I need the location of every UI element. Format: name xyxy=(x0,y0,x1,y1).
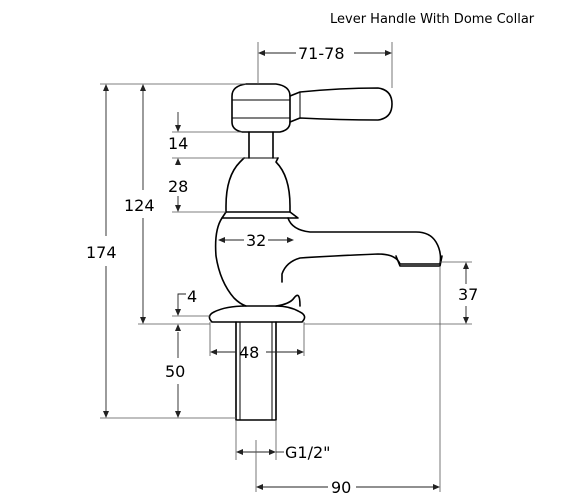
outlet-arrow-top xyxy=(463,262,469,269)
spout-outlet xyxy=(395,255,443,267)
shank xyxy=(235,321,277,421)
collar-dim-leader xyxy=(177,293,186,312)
overall-arrow-bottom xyxy=(103,411,109,418)
lever-arm xyxy=(289,87,393,123)
dimension-lines: 71-78 174 124 14 28 32 xyxy=(86,42,478,497)
stem-arrow-bottom xyxy=(175,205,181,212)
dim-label-spout-height: 124 xyxy=(124,196,155,215)
tap-outline xyxy=(208,83,443,421)
shank-arrow-bottom xyxy=(175,411,181,418)
dim-label-collar-thickness: 4 xyxy=(187,287,197,306)
spout-width-arrow-right xyxy=(287,237,294,243)
reach-arrow-right xyxy=(385,50,392,56)
body-ring xyxy=(221,211,299,219)
collar-arrow-bottom xyxy=(175,324,181,331)
stem xyxy=(248,131,274,159)
spout-width-arrow-left xyxy=(218,237,225,243)
thread-arrow-left xyxy=(236,449,243,455)
tap-body xyxy=(225,157,291,213)
collar-arrow-top xyxy=(175,309,181,316)
dim-label-base-diameter: 48 xyxy=(239,343,259,362)
dim-label-handle-reach: 71-78 xyxy=(298,44,345,63)
handle-dome xyxy=(231,83,291,133)
overall-arrow-top xyxy=(103,84,109,91)
dim-label-handle-gap: 14 xyxy=(168,134,188,153)
dim-label-stem-height: 28 xyxy=(168,177,188,196)
spout xyxy=(281,217,442,283)
outlet-arrow-bottom xyxy=(463,317,469,324)
base-flange xyxy=(208,305,306,323)
projection-arrow-left xyxy=(256,484,263,490)
spout-height-arrow-top xyxy=(140,84,146,91)
spout-height-arrow-bottom xyxy=(140,317,146,324)
dim-label-spout-outlet-height: 37 xyxy=(458,285,478,304)
gap-arrow-bottom xyxy=(175,158,181,165)
gap-arrow-top xyxy=(175,125,181,132)
base-arrow-right xyxy=(297,349,304,355)
thread-arrow-right xyxy=(269,449,276,455)
dim-label-spout-width: 32 xyxy=(246,231,266,250)
dim-label-thread-size: G1/2" xyxy=(285,443,331,462)
projection-arrow-right xyxy=(433,484,440,490)
dim-label-overall-height: 174 xyxy=(86,243,117,262)
lower-body xyxy=(214,217,301,307)
diagram-title: Lever Handle With Dome Collar xyxy=(330,12,535,27)
base-arrow-left xyxy=(210,349,217,355)
dim-label-overall-projection: 90 xyxy=(331,478,351,497)
dim-label-shank-length: 50 xyxy=(165,362,185,381)
reach-arrow-left xyxy=(258,50,265,56)
